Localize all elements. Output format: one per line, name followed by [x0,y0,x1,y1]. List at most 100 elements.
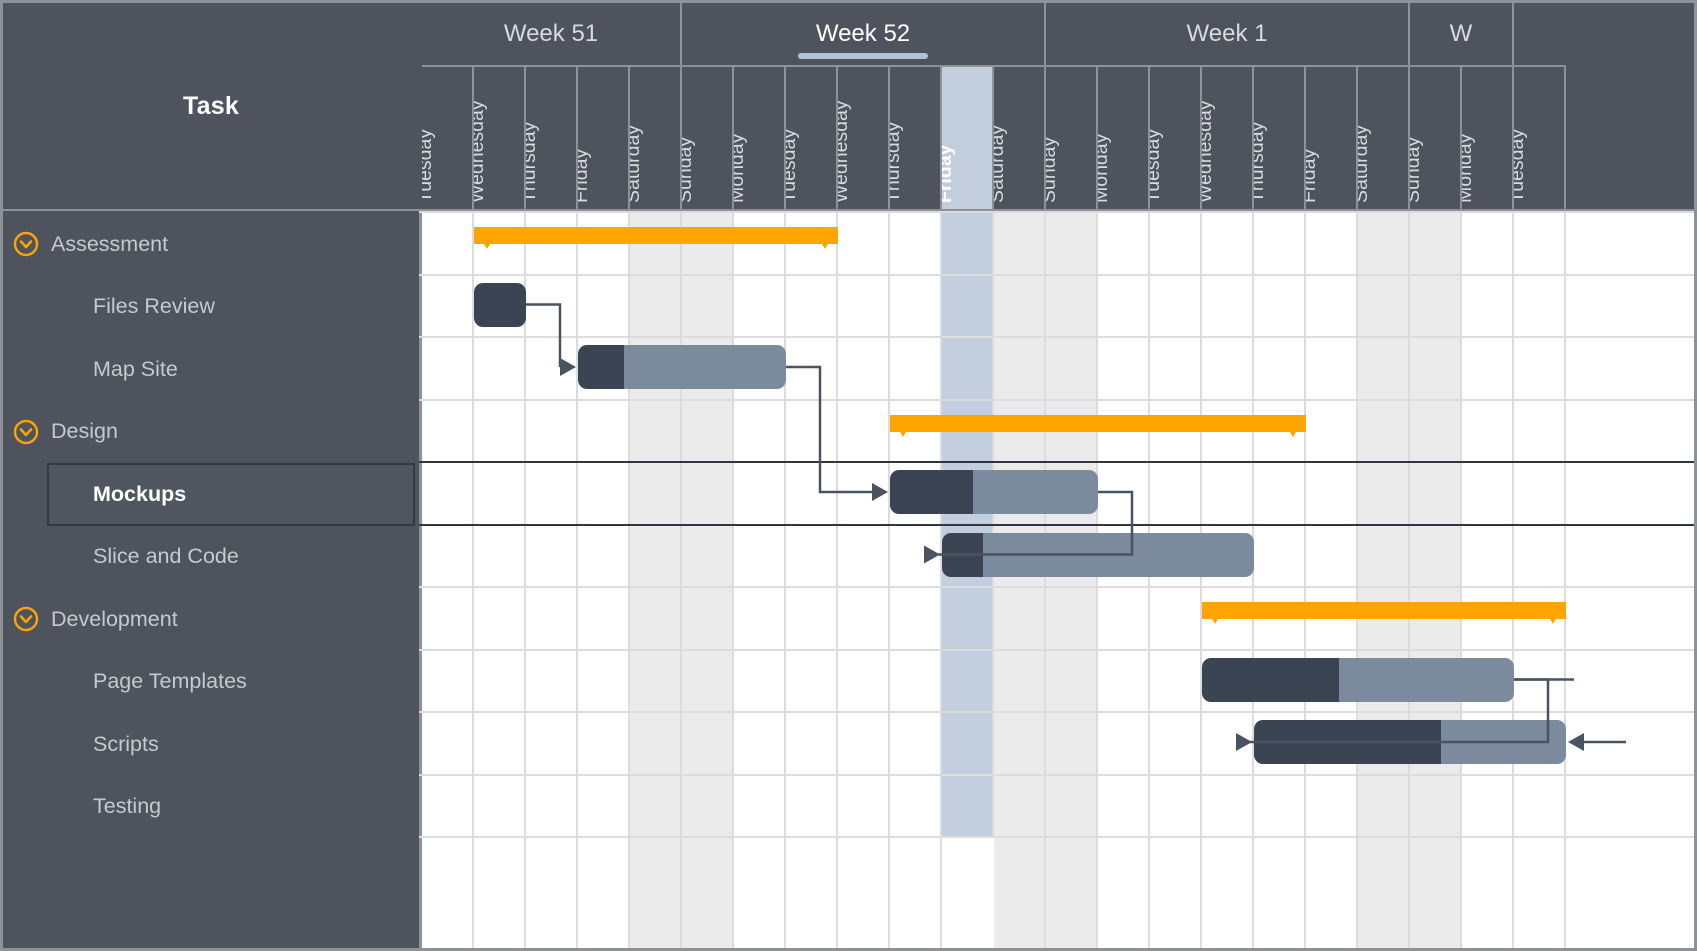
current-week-underline [798,53,928,59]
task-bar[interactable] [474,282,526,327]
task-bar-progress [1254,720,1442,764]
task-bar[interactable] [578,345,786,389]
task-name-label: Page Templates [93,669,247,694]
week-header-cell[interactable]: Week 1 [1046,3,1410,65]
task-row[interactable]: Page Templates [3,651,419,714]
grid-row-line [419,836,1694,838]
week-label: Week 52 [815,20,911,47]
task-row[interactable]: Development [3,588,419,651]
day-label: Sunday [1410,136,1424,203]
day-header-cell[interactable]: Tuesday [1514,65,1566,209]
day-header-cell[interactable]: Tuesday [1150,65,1202,209]
day-column [1046,211,1098,948]
timeline-grid [419,211,1694,948]
chevron-down-circle-icon[interactable] [13,419,39,445]
day-header-cell[interactable]: Thursday [1254,65,1306,209]
day-header-cell[interactable]: Wednesday [474,65,526,209]
day-header-cell[interactable]: Saturday [994,65,1046,209]
day-column [422,211,474,948]
day-label: Wednesday [474,100,488,203]
task-bar[interactable] [942,532,1254,577]
day-header-cell[interactable]: Thursday [526,65,578,209]
day-header-cell[interactable]: Sunday [1410,65,1462,209]
grid-row-line [419,398,1694,401]
grid-row-line [419,586,1694,588]
day-label: Saturday [994,124,1008,203]
grid-row-line [419,773,1694,776]
task-name-label: Testing [93,794,162,819]
day-header-cell[interactable]: Sunday [682,65,734,209]
chevron-down-circle-icon[interactable] [13,231,39,257]
day-column [1410,211,1462,948]
day-header-cell[interactable]: Tuesday [786,65,838,209]
task-bar[interactable] [1254,720,1566,764]
grid-row-line [419,523,1694,526]
day-label: Friday [1306,148,1320,203]
day-label: Sunday [682,136,696,203]
day-column [630,211,682,948]
day-header-cell[interactable]: Saturday [1358,65,1410,209]
day-column [838,211,890,948]
day-column [1462,211,1514,948]
grid-left-edge [419,211,422,948]
day-label: Monday [1098,133,1112,203]
summary-bar[interactable] [1202,602,1566,619]
day-header-cell[interactable]: Thursday [890,65,942,209]
grid-row-line [419,336,1694,338]
task-row[interactable]: Assessment [3,213,419,276]
week-header-cell[interactable]: Week 52 [682,3,1046,65]
task-row-selected[interactable]: Mockups [47,463,415,526]
week-label: Week 51 [503,20,599,47]
task-name-label: Assessment [51,231,169,256]
day-column [1150,211,1202,948]
day-column [526,211,578,948]
day-header-cell[interactable]: Wednesday [1202,65,1254,209]
day-header-cell[interactable]: Sunday [1046,65,1098,209]
summary-bar-endcap [1280,414,1306,437]
task-name-label: Map Site [93,356,178,381]
day-header-cell-today[interactable]: Friday [942,65,994,209]
task-row[interactable]: Files Review [3,276,419,339]
day-column [786,211,838,948]
day-header-cell[interactable]: Friday [1306,65,1358,209]
day-column [1306,211,1358,948]
day-header-cell[interactable]: Wednesday [838,65,890,209]
week-header-cell[interactable]: W [1410,3,1514,65]
day-column [1254,211,1306,948]
task-bar-progress [1202,657,1340,702]
task-name-label: Design [51,419,118,444]
day-column [1098,211,1150,948]
day-label: Tuesday [422,128,436,203]
grid-row-line [419,648,1694,651]
chevron-down-circle-icon[interactable] [13,606,39,632]
day-header-cell[interactable]: Monday [1098,65,1150,209]
day-label: Saturday [1358,124,1372,203]
grid-row-line [419,211,1694,213]
day-label: Thursday [890,121,904,203]
day-header-cell[interactable]: Saturday [630,65,682,209]
week-label: W [1449,20,1473,47]
task-name-label: Scripts [93,731,159,756]
task-bar[interactable] [1202,657,1514,702]
day-header-cell[interactable]: Monday [1462,65,1514,209]
task-row[interactable]: Design [3,401,419,464]
day-column [682,211,734,948]
day-header-cell[interactable]: Tuesday [422,65,474,209]
task-row[interactable]: Map Site [3,338,419,401]
day-label: Tuesday [1514,128,1528,203]
day-column [474,211,526,948]
summary-bar[interactable] [474,227,838,244]
day-label: Thursday [1254,121,1268,203]
task-row[interactable]: Testing [3,776,419,839]
week-header-cell[interactable]: Week 51 [422,3,682,65]
task-bar-progress [474,282,526,327]
day-header-cell[interactable]: Friday [578,65,630,209]
task-bar-progress [578,345,624,389]
summary-bar[interactable] [890,414,1306,432]
task-row[interactable]: Slice and Code [3,526,419,589]
task-bar[interactable] [890,470,1098,514]
task-row[interactable]: Scripts [3,713,419,776]
day-header-cell[interactable]: Monday [734,65,786,209]
